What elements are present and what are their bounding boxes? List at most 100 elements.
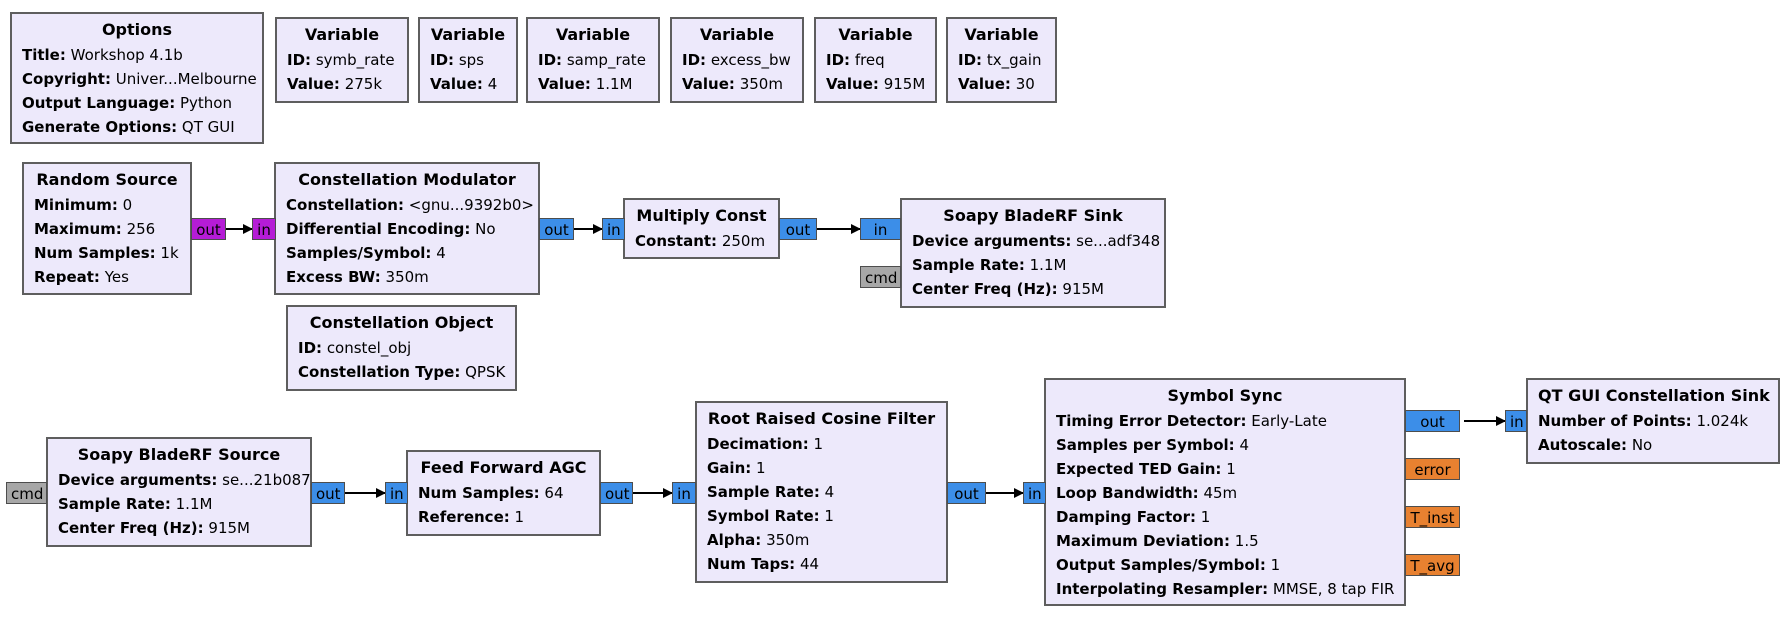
block-title: Variable xyxy=(304,25,380,44)
block-title: Variable xyxy=(964,25,1039,44)
variable-block-symb-rate[interactable]: Variable ID: symb_rate Value: 275k xyxy=(275,17,409,103)
feed-forward-agc-block[interactable]: Feed Forward AGC Num Samples: 64 Referen… xyxy=(406,450,601,536)
variable-value: Value: 4 xyxy=(430,75,498,93)
multiply-const-block[interactable]: Multiply Const Constant: 250m xyxy=(623,198,780,259)
symbol-sync-out-port[interactable]: out xyxy=(1405,410,1460,432)
option-row: Title: Workshop 4.1b xyxy=(22,46,183,64)
block-title: Random Source xyxy=(36,170,178,189)
variable-value: Value: 915M xyxy=(826,75,926,93)
param-row: Output Samples/Symbol: 1 xyxy=(1056,556,1281,574)
param-row: Constellation: <gnu...9392b0> xyxy=(286,196,534,214)
soapy-sink-in-port[interactable]: in xyxy=(860,218,901,240)
variable-value: Value: 1.1M xyxy=(538,75,633,93)
soapy-sink-cmd-port[interactable]: cmd xyxy=(860,266,901,288)
param-row: Sample Rate: 1.1M xyxy=(912,256,1067,274)
multiply-const-in-port[interactable]: in xyxy=(602,218,625,240)
block-title: Constellation Object xyxy=(309,313,494,332)
param-row: Gain: 1 xyxy=(707,459,766,477)
block-title: Variable xyxy=(430,25,506,44)
param-row: Num Samples: 1k xyxy=(34,244,179,262)
root-raised-cosine-filter-block[interactable]: Root Raised Cosine Filter Decimation: 1 … xyxy=(695,401,948,583)
block-title: Soapy BladeRF Source xyxy=(77,445,281,464)
soapy-source-cmd-port[interactable]: cmd xyxy=(6,482,47,504)
param-row: Differential Encoding: No xyxy=(286,220,496,238)
symbol-sync-t-inst-port[interactable]: T_inst xyxy=(1405,506,1460,528)
param-row: Minimum: 0 xyxy=(34,196,133,214)
variable-block-sps[interactable]: Variable ID: sps Value: 4 xyxy=(418,17,518,103)
param-row: Num Samples: 64 xyxy=(418,484,564,502)
param-row: Expected TED Gain: 1 xyxy=(1056,460,1236,478)
rrc-out-port[interactable]: out xyxy=(947,482,986,504)
block-title: Variable xyxy=(699,25,775,44)
symbol-sync-in-port[interactable]: in xyxy=(1023,482,1046,504)
param-row: Excess BW: 350m xyxy=(286,268,429,286)
modulator-out-port[interactable]: out xyxy=(539,218,574,240)
constellation-object-block[interactable]: Constellation Object ID: constel_obj Con… xyxy=(286,305,517,391)
param-row: Sample Rate: 4 xyxy=(707,483,835,501)
block-title: Soapy BladeRF Sink xyxy=(943,206,1123,225)
multiply-const-out-port[interactable]: out xyxy=(779,218,817,240)
random-source-out-port[interactable]: out xyxy=(191,218,226,240)
param-row: Timing Error Detector: Early-Late xyxy=(1056,412,1327,430)
option-row: Generate Options: QT GUI xyxy=(22,118,235,136)
options-block[interactable]: Options Title: Workshop 4.1b Copyright: … xyxy=(10,12,264,144)
block-title: Constellation Modulator xyxy=(298,170,516,189)
symbol-sync-block[interactable]: Symbol Sync Timing Error Detector: Early… xyxy=(1044,378,1406,606)
option-row: Output Language: Python xyxy=(22,94,232,112)
variable-block-tx-gain[interactable]: Variable ID: tx_gain Value: 30 xyxy=(946,17,1057,103)
constellation-modulator-block[interactable]: Constellation Modulator Constellation: <… xyxy=(274,162,540,295)
param-row: Samples per Symbol: 4 xyxy=(1056,436,1250,454)
option-row: Copyright: Univer...Melbourne xyxy=(22,70,257,88)
param-row: Constant: 250m xyxy=(635,232,766,250)
param-row: Device arguments: se...adf348 xyxy=(912,232,1161,250)
variable-id: ID: samp_rate xyxy=(538,51,646,69)
soapy-bladerf-sink-block[interactable]: Soapy BladeRF Sink Device arguments: se.… xyxy=(900,198,1166,308)
param-row: Alpha: 350m xyxy=(707,531,810,549)
agc-in-port[interactable]: in xyxy=(385,482,408,504)
param-row: Samples/Symbol: 4 xyxy=(286,244,446,262)
variable-id: ID: tx_gain xyxy=(958,51,1042,69)
param-row: Num Taps: 44 xyxy=(707,555,820,573)
variable-block-excess-bw[interactable]: Variable ID: excess_bw Value: 350m xyxy=(670,17,804,103)
param-row: Maximum Deviation: 1.5 xyxy=(1056,532,1259,550)
block-title: Multiply Const xyxy=(636,206,767,225)
param-row: Interpolating Resampler: MMSE, 8 tap FIR xyxy=(1056,580,1395,598)
variable-block-freq[interactable]: Variable ID: freq Value: 915M xyxy=(814,17,937,103)
param-row: Symbol Rate: 1 xyxy=(707,507,834,525)
param-row: Loop Bandwidth: 45m xyxy=(1056,484,1238,502)
variable-id: ID: symb_rate xyxy=(287,51,395,69)
variable-id: ID: sps xyxy=(430,51,484,69)
param-row: Constellation Type: QPSK xyxy=(298,363,506,381)
param-row: ID: constel_obj xyxy=(298,339,412,357)
soapy-bladerf-source-block[interactable]: Soapy BladeRF Source Device arguments: s… xyxy=(46,437,312,547)
block-title: Options xyxy=(101,20,173,39)
param-row: Maximum: 256 xyxy=(34,220,156,238)
param-row: Number of Points: 1.024k xyxy=(1538,412,1749,430)
block-title: Variable xyxy=(555,25,631,44)
param-row: Reference: 1 xyxy=(418,508,525,526)
soapy-source-out-port[interactable]: out xyxy=(311,482,345,504)
symbol-sync-t-avg-port[interactable]: T_avg xyxy=(1405,554,1460,576)
modulator-in-port[interactable]: in xyxy=(252,218,276,240)
qt-sink-in-port[interactable]: in xyxy=(1505,410,1527,432)
param-row: Device arguments: se...21b087 xyxy=(58,471,311,489)
variable-id: ID: excess_bw xyxy=(682,51,791,69)
qt-gui-constellation-sink-block[interactable]: QT GUI Constellation Sink Number of Poin… xyxy=(1526,378,1780,464)
variable-block-samp-rate[interactable]: Variable ID: samp_rate Value: 1.1M xyxy=(526,17,660,103)
agc-out-port[interactable]: out xyxy=(600,482,633,504)
rrc-in-port[interactable]: in xyxy=(672,482,696,504)
param-row: Sample Rate: 1.1M xyxy=(58,495,213,513)
block-title: Feed Forward AGC xyxy=(420,458,587,477)
block-title: Variable xyxy=(838,25,913,44)
block-title: QT GUI Constellation Sink xyxy=(1538,386,1770,405)
variable-value: Value: 275k xyxy=(287,75,383,93)
param-row: Center Freq (Hz): 915M xyxy=(58,519,250,537)
block-title: Root Raised Cosine Filter xyxy=(707,409,936,428)
variable-value: Value: 350m xyxy=(682,75,783,93)
variable-value: Value: 30 xyxy=(958,75,1035,93)
param-row: Center Freq (Hz): 915M xyxy=(912,280,1104,298)
block-title: Symbol Sync xyxy=(1167,386,1283,405)
random-source-block[interactable]: Random Source Minimum: 0 Maximum: 256 Nu… xyxy=(22,162,192,295)
symbol-sync-error-port[interactable]: error xyxy=(1405,458,1460,480)
